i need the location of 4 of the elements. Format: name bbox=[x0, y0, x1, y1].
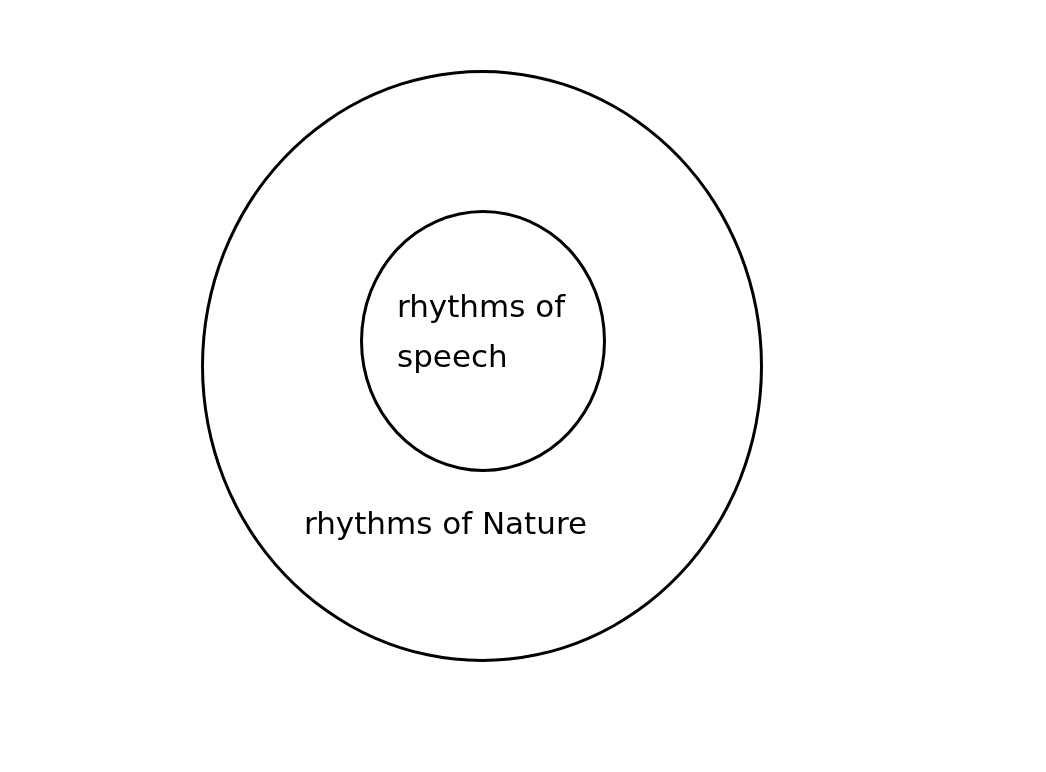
circle-label: rhythms of Nature bbox=[304, 504, 589, 543]
outer-circle bbox=[201, 70, 763, 662]
circle-label: rhythms of speech bbox=[397, 287, 567, 376]
inner-circle bbox=[360, 210, 606, 472]
